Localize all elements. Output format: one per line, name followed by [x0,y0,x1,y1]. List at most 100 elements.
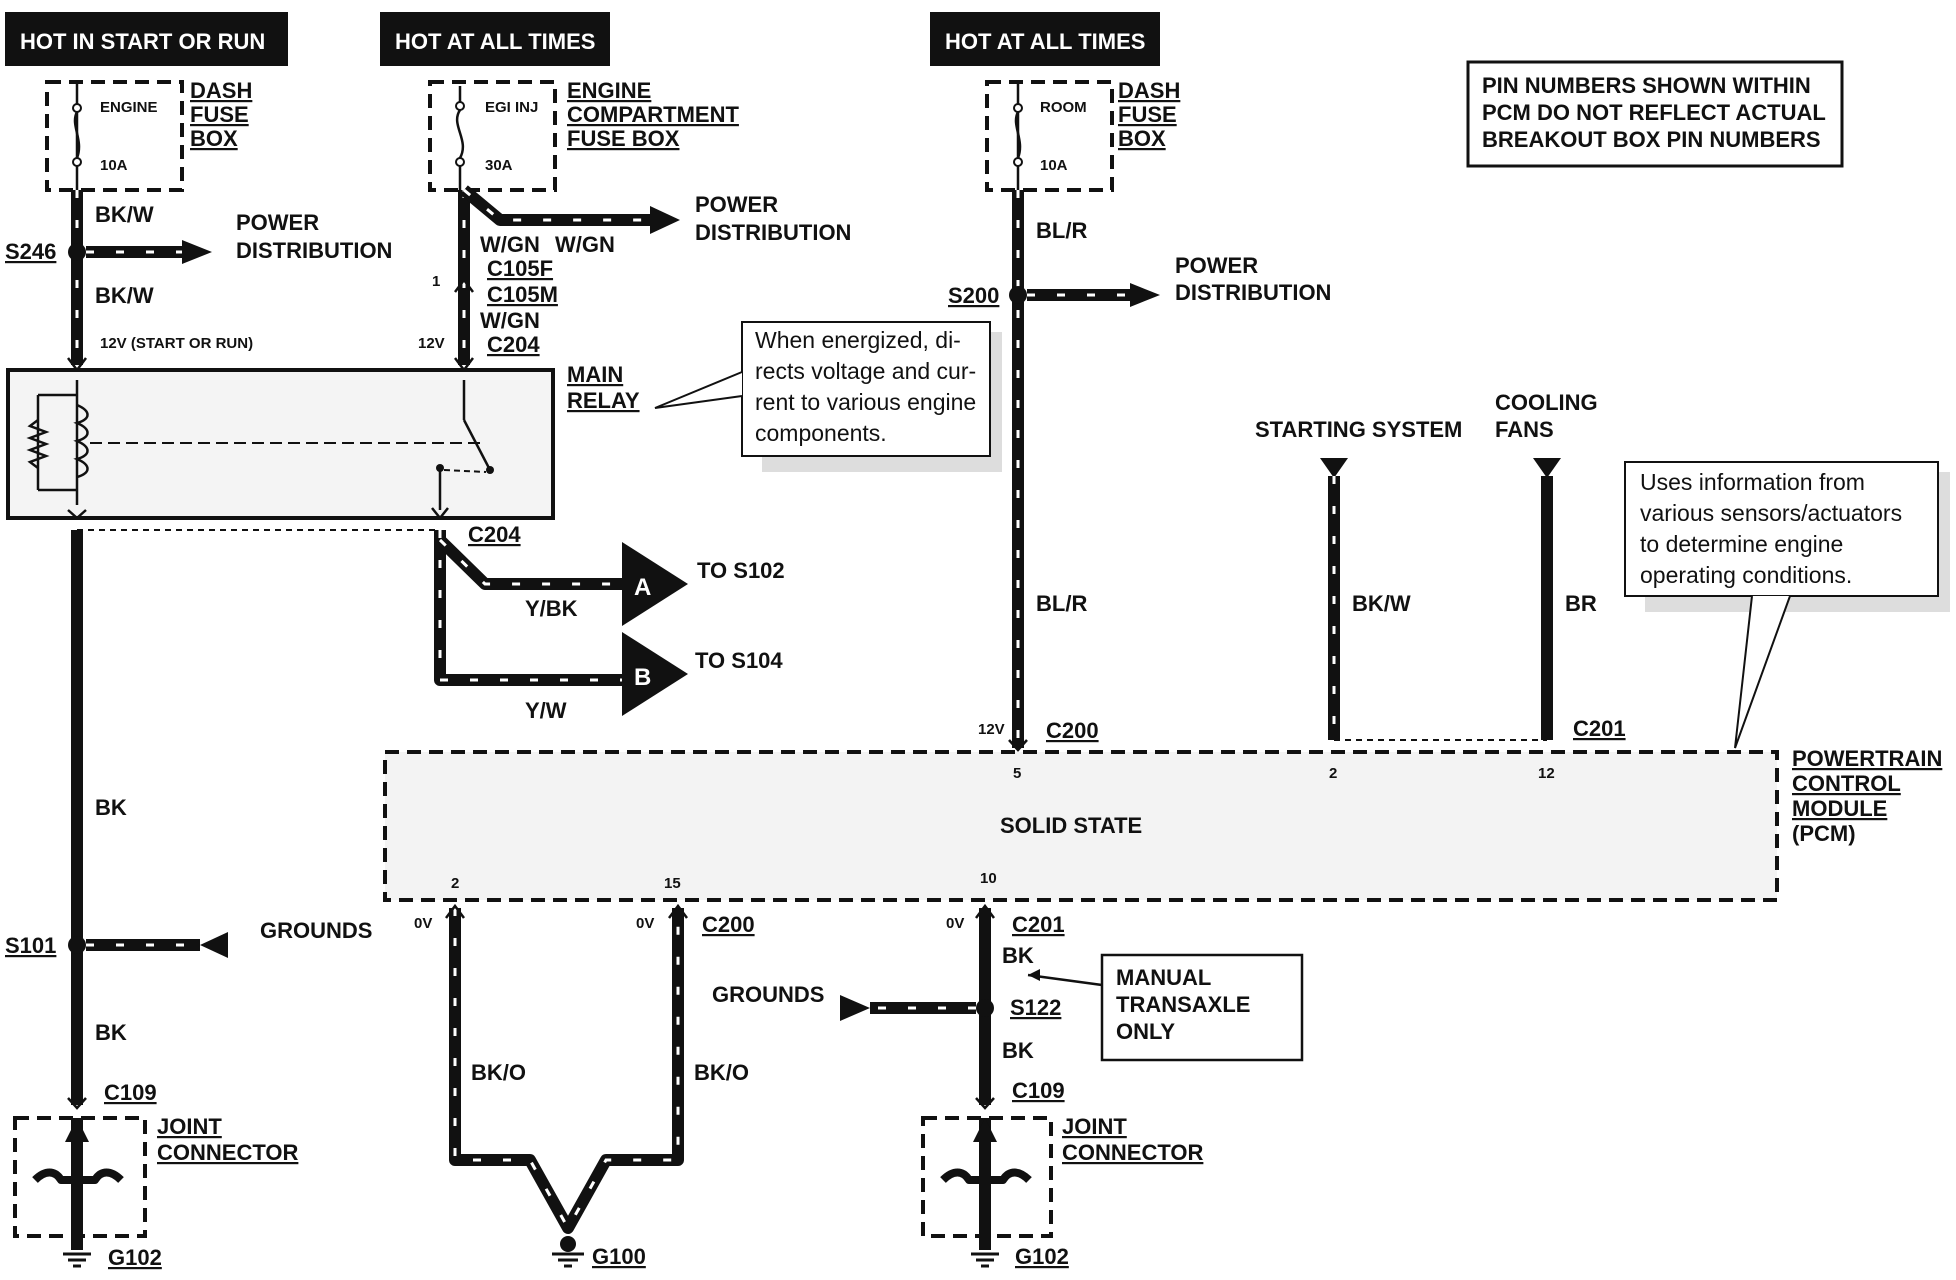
main-relay-label-2: RELAY [567,388,640,413]
manual-transaxle-note: MANUAL TRANSAXLE ONLY [1027,953,1304,1062]
power-distribution-2b: DISTRIBUTION [695,220,851,245]
wire-label-yw: Y/W [525,698,567,723]
relay-callout: When energized, di- rects voltage and cu… [654,321,1002,472]
ground-g102-right: G102 [1015,1244,1069,1269]
wire-label-blr-2: BL/R [1036,591,1087,616]
manual-transaxle-line-2: TRANSAXLE [1116,992,1250,1017]
wire-bko [445,903,688,1268]
cooling-fans-label-2: FANS [1495,417,1554,442]
fuse-room-name: ROOM [1040,99,1087,116]
main-relay-label-1: MAIN [567,362,623,387]
dash-fuse-box-label-2c: BOX [1118,126,1166,151]
to-s104-label: TO S104 [695,648,783,673]
wire-label-bkw-2: BK/W [95,283,154,308]
connector-c105f: C105F [487,256,553,281]
relay-callout-line-3: rent to various engine [755,389,976,415]
fuse-engine: ENGINE 10A [45,80,184,192]
fuse-engine-amp: 10A [100,157,128,174]
header-hot-all-times-2: HOT AT ALL TIMES [930,12,1160,66]
wire-label-bk-3: BK [1002,943,1034,968]
dash-fuse-box-label-1c: BOX [190,126,238,151]
wire-blr [1008,190,1160,752]
pcm-callout: Uses information from various sensors/ac… [1624,461,1950,749]
header-hot-all-1-text: HOT AT ALL TIMES [395,29,595,54]
relay-callout-line-1: When energized, di- [755,327,961,353]
relay-callout-line-2: rects voltage and cur- [755,358,976,384]
wire-label-bk-2: BK [95,1020,127,1045]
main-relay [6,368,555,521]
pin-note-line-3: BREAKOUT BOX PIN NUMBERS [1482,127,1821,152]
pin-5: 5 [1013,765,1021,782]
connector-c204-top: C204 [487,332,540,357]
engine-compartment-fuse-box-label-2: COMPARTMENT [567,102,739,127]
header-hot-all-2-text: HOT AT ALL TIMES [945,29,1145,54]
joint-connector-right-label-2: CONNECTOR [1062,1140,1203,1165]
connector-letter-b: B [634,664,651,691]
joint-connector-right [921,1116,1053,1268]
grounds-label-1: GROUNDS [260,918,372,943]
connector-c109-left: C109 [104,1080,157,1105]
wire-label-bko-1: BK/O [471,1060,526,1085]
pcm-callout-line-2: various sensors/actuators [1640,500,1902,526]
engine-compartment-fuse-box-label-3: FUSE BOX [567,126,680,151]
wire-label-wgn-1: W/GN [480,232,540,257]
wire-bkw-starting [1320,458,1348,740]
header-hot-all-times-1: HOT AT ALL TIMES [380,12,610,66]
joint-connector-left [13,1116,147,1268]
power-distribution-3b: DISTRIBUTION [1175,280,1331,305]
ground-g102-left: G102 [108,1245,162,1270]
connector-c200-bottom: C200 [702,912,755,937]
wire-label-wgn-2: W/GN [555,232,615,257]
dash-fuse-box-label-2a: DASH [1118,78,1180,103]
pcm-callout-line-4: operating conditions. [1640,562,1852,588]
starting-system-label: STARTING SYSTEM [1255,417,1462,442]
cooling-fans-label-1: COOLING [1495,390,1598,415]
power-distribution-arrow-1 [86,240,212,264]
fuse-egi-amp: 30A [485,157,513,174]
pin-2-bottom: 2 [451,875,459,892]
pin-note-box: PIN NUMBERS SHOWN WITHIN PCM DO NOT REFL… [1466,60,1844,168]
splice-s200: S200 [948,283,999,308]
pin-2-top: 2 [1329,765,1337,782]
pin-12: 12 [1538,765,1555,782]
wire-label-bkw-1: BK/W [95,202,154,227]
fuse-egi-name: EGI INJ [485,99,538,116]
dash-fuse-box-label-2b: FUSE [1118,102,1177,127]
pcm-solid-state: SOLID STATE [1000,813,1142,838]
manual-transaxle-line-1: MANUAL [1116,965,1211,990]
dash-fuse-box-label-1b: FUSE [190,102,249,127]
connector-c201-bottom: C201 [1012,912,1065,937]
wire-bk-left [67,530,228,1110]
power-distribution-2a: POWER [695,192,778,217]
wire-bk-right [840,903,995,1110]
connector-letter-a: A [634,574,651,601]
wire-label-bk-4: BK [1002,1038,1034,1063]
wire-label-blr-1: BL/R [1036,218,1087,243]
pin-note-line-1: PIN NUMBERS SHOWN WITHIN [1482,73,1811,98]
pcm-module [383,750,1779,902]
wire-label-bkw-starting: BK/W [1352,591,1411,616]
voltage-12v-start-run: 12V (START OR RUN) [100,335,253,352]
joint-connector-left-label-1: JOINT [157,1114,222,1139]
pin-15: 15 [664,875,681,892]
voltage-12v-pcm: 12V [978,721,1005,738]
power-distribution-1a: POWER [236,210,319,235]
power-distribution-3a: POWER [1175,253,1258,278]
connector-c109-right: C109 [1012,1078,1065,1103]
pcm-label-2: CONTROL [1792,771,1901,796]
connector-c200-top: C200 [1046,718,1099,743]
wire-label-wgn-3: W/GN [480,308,540,333]
to-s102-label: TO S102 [697,558,785,583]
header-start-run: HOT IN START OR RUN [5,12,288,66]
pin-10: 10 [980,870,997,887]
power-distribution-1b: DISTRIBUTION [236,238,392,263]
joint-connector-right-label-1: JOINT [1062,1114,1127,1139]
pcm-label-3: MODULE [1792,796,1887,821]
connector-c105m: C105M [487,282,558,307]
manual-transaxle-line-3: ONLY [1116,1019,1175,1044]
wire-label-br: BR [1565,591,1597,616]
splice-s246: S246 [5,239,56,264]
fuse-egi-inj: EGI INJ 30A [428,80,557,192]
ground-g100: G100 [592,1244,646,1269]
